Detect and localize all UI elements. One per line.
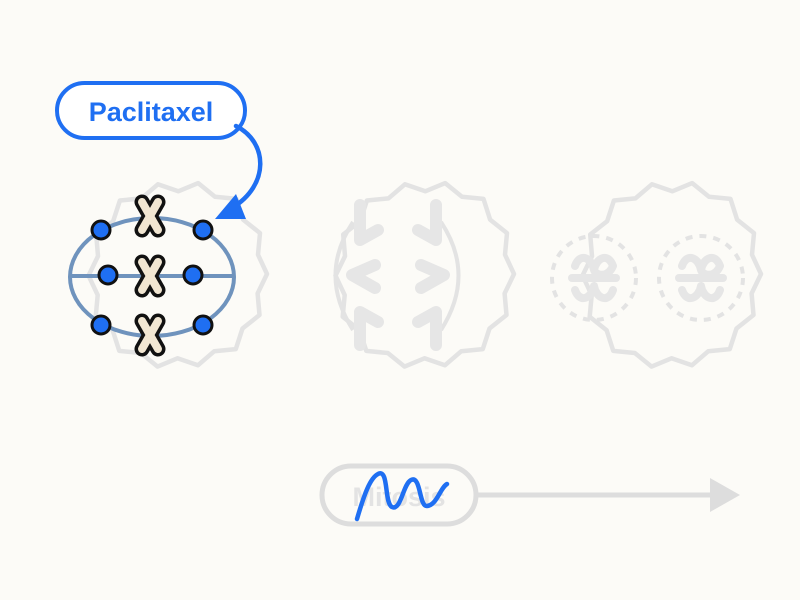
centromere-dot (182, 264, 204, 286)
chromosome-middle (134, 254, 166, 298)
centromere-dot (97, 264, 119, 286)
centromere-markers (90, 219, 214, 336)
spindle-arc-right (439, 220, 461, 332)
callout-pill (55, 81, 247, 140)
chromatid-left (346, 199, 384, 351)
cell-metaphase (68, 180, 270, 369)
cell-anaphase (333, 180, 517, 369)
callout-label: Paclitaxel (89, 97, 214, 127)
scribble-overlay (354, 471, 450, 522)
timeline-arrowhead (710, 478, 740, 512)
decondensed-chromatin-left (568, 253, 620, 303)
centromere-dot (192, 219, 214, 241)
callout-arrow-line (229, 123, 263, 211)
centromere-dot (90, 314, 112, 336)
daughter-nucleus-right (657, 234, 745, 322)
callout-arrow-head (215, 194, 246, 219)
cell-telophase (550, 180, 764, 369)
chromosome-top (134, 194, 166, 238)
daughter-nucleus-left (550, 234, 638, 322)
centromere-dot (90, 219, 112, 241)
paclitaxel-callout: Paclitaxel (55, 81, 263, 219)
chromosome-bottom (134, 313, 166, 357)
spindle-arc-left (333, 220, 355, 332)
chromatid-right (412, 199, 450, 351)
mitosis-timeline: Mitosis (57, 463, 740, 527)
centromere-dot (192, 314, 214, 336)
decondensed-chromatin-right (675, 253, 727, 303)
